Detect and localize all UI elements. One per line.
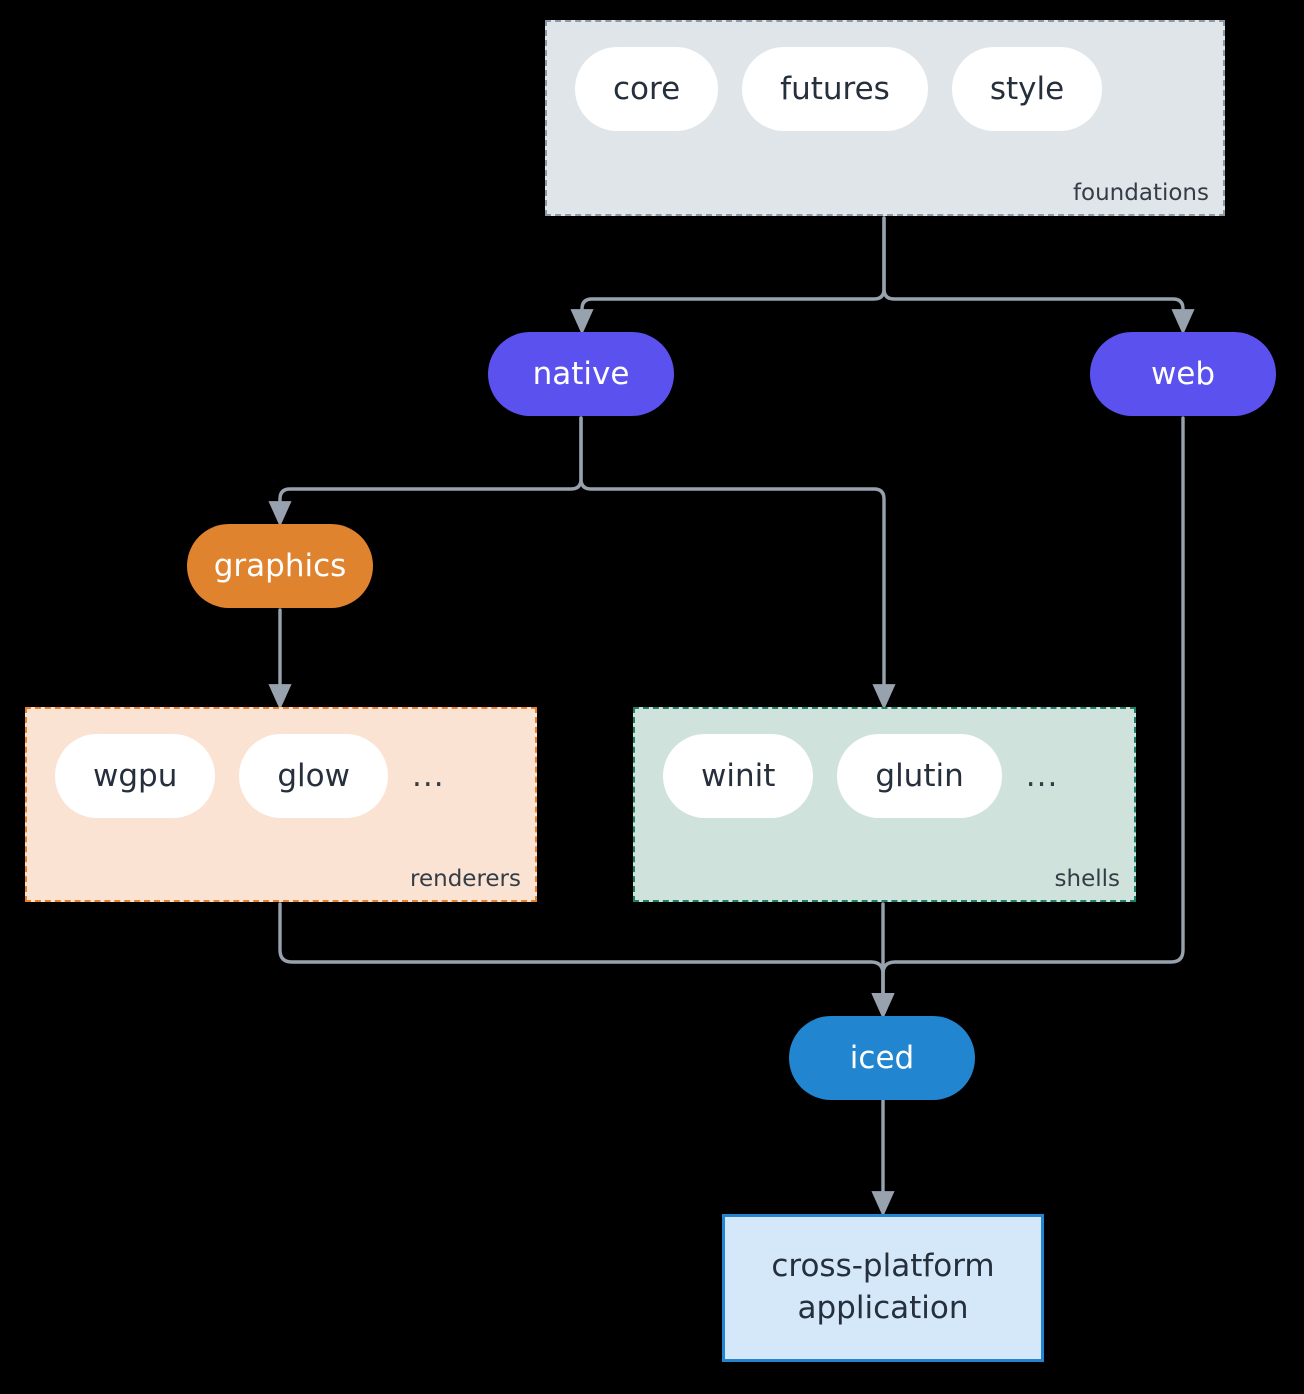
edge-renderers-iced bbox=[278, 902, 895, 1019]
group-renderers: wgpu glow ... renderers bbox=[25, 707, 537, 902]
foundations-items: core futures style bbox=[547, 22, 1223, 131]
node-graphics[interactable]: graphics bbox=[187, 524, 373, 608]
edge-native-shells bbox=[579, 416, 896, 710]
node-wgpu[interactable]: wgpu bbox=[55, 734, 216, 818]
group-shells: winit glutin ... shells bbox=[633, 707, 1136, 902]
node-glutin[interactable]: glutin bbox=[837, 734, 1002, 818]
group-label-foundations: foundations bbox=[1072, 180, 1209, 206]
node-cross-platform-application[interactable]: cross-platform application bbox=[722, 1214, 1044, 1362]
node-web[interactable]: web bbox=[1090, 332, 1276, 416]
application-line-1: cross-platform bbox=[771, 1248, 995, 1285]
application-line-2: application bbox=[797, 1290, 969, 1326]
edge-native-graphics bbox=[268, 416, 583, 527]
shells-items: winit glutin ... bbox=[635, 709, 1134, 818]
node-core[interactable]: core bbox=[575, 47, 719, 131]
node-native[interactable]: native bbox=[488, 332, 674, 416]
edge-foundations-native bbox=[570, 216, 886, 335]
node-style[interactable]: style bbox=[951, 47, 1103, 131]
node-glow[interactable]: glow bbox=[239, 734, 388, 818]
group-foundations: core futures style foundations bbox=[545, 20, 1225, 216]
edge-foundations-web bbox=[882, 216, 1195, 335]
shells-more-ellipsis: ... bbox=[1025, 757, 1059, 794]
group-label-renderers: renderers bbox=[410, 866, 521, 892]
node-futures[interactable]: futures bbox=[742, 47, 928, 131]
node-iced[interactable]: iced bbox=[789, 1016, 975, 1100]
renderers-items: wgpu glow ... bbox=[27, 709, 535, 818]
group-label-shells: shells bbox=[1054, 866, 1120, 892]
node-winit[interactable]: winit bbox=[663, 734, 814, 818]
renderers-more-ellipsis: ... bbox=[411, 757, 445, 794]
